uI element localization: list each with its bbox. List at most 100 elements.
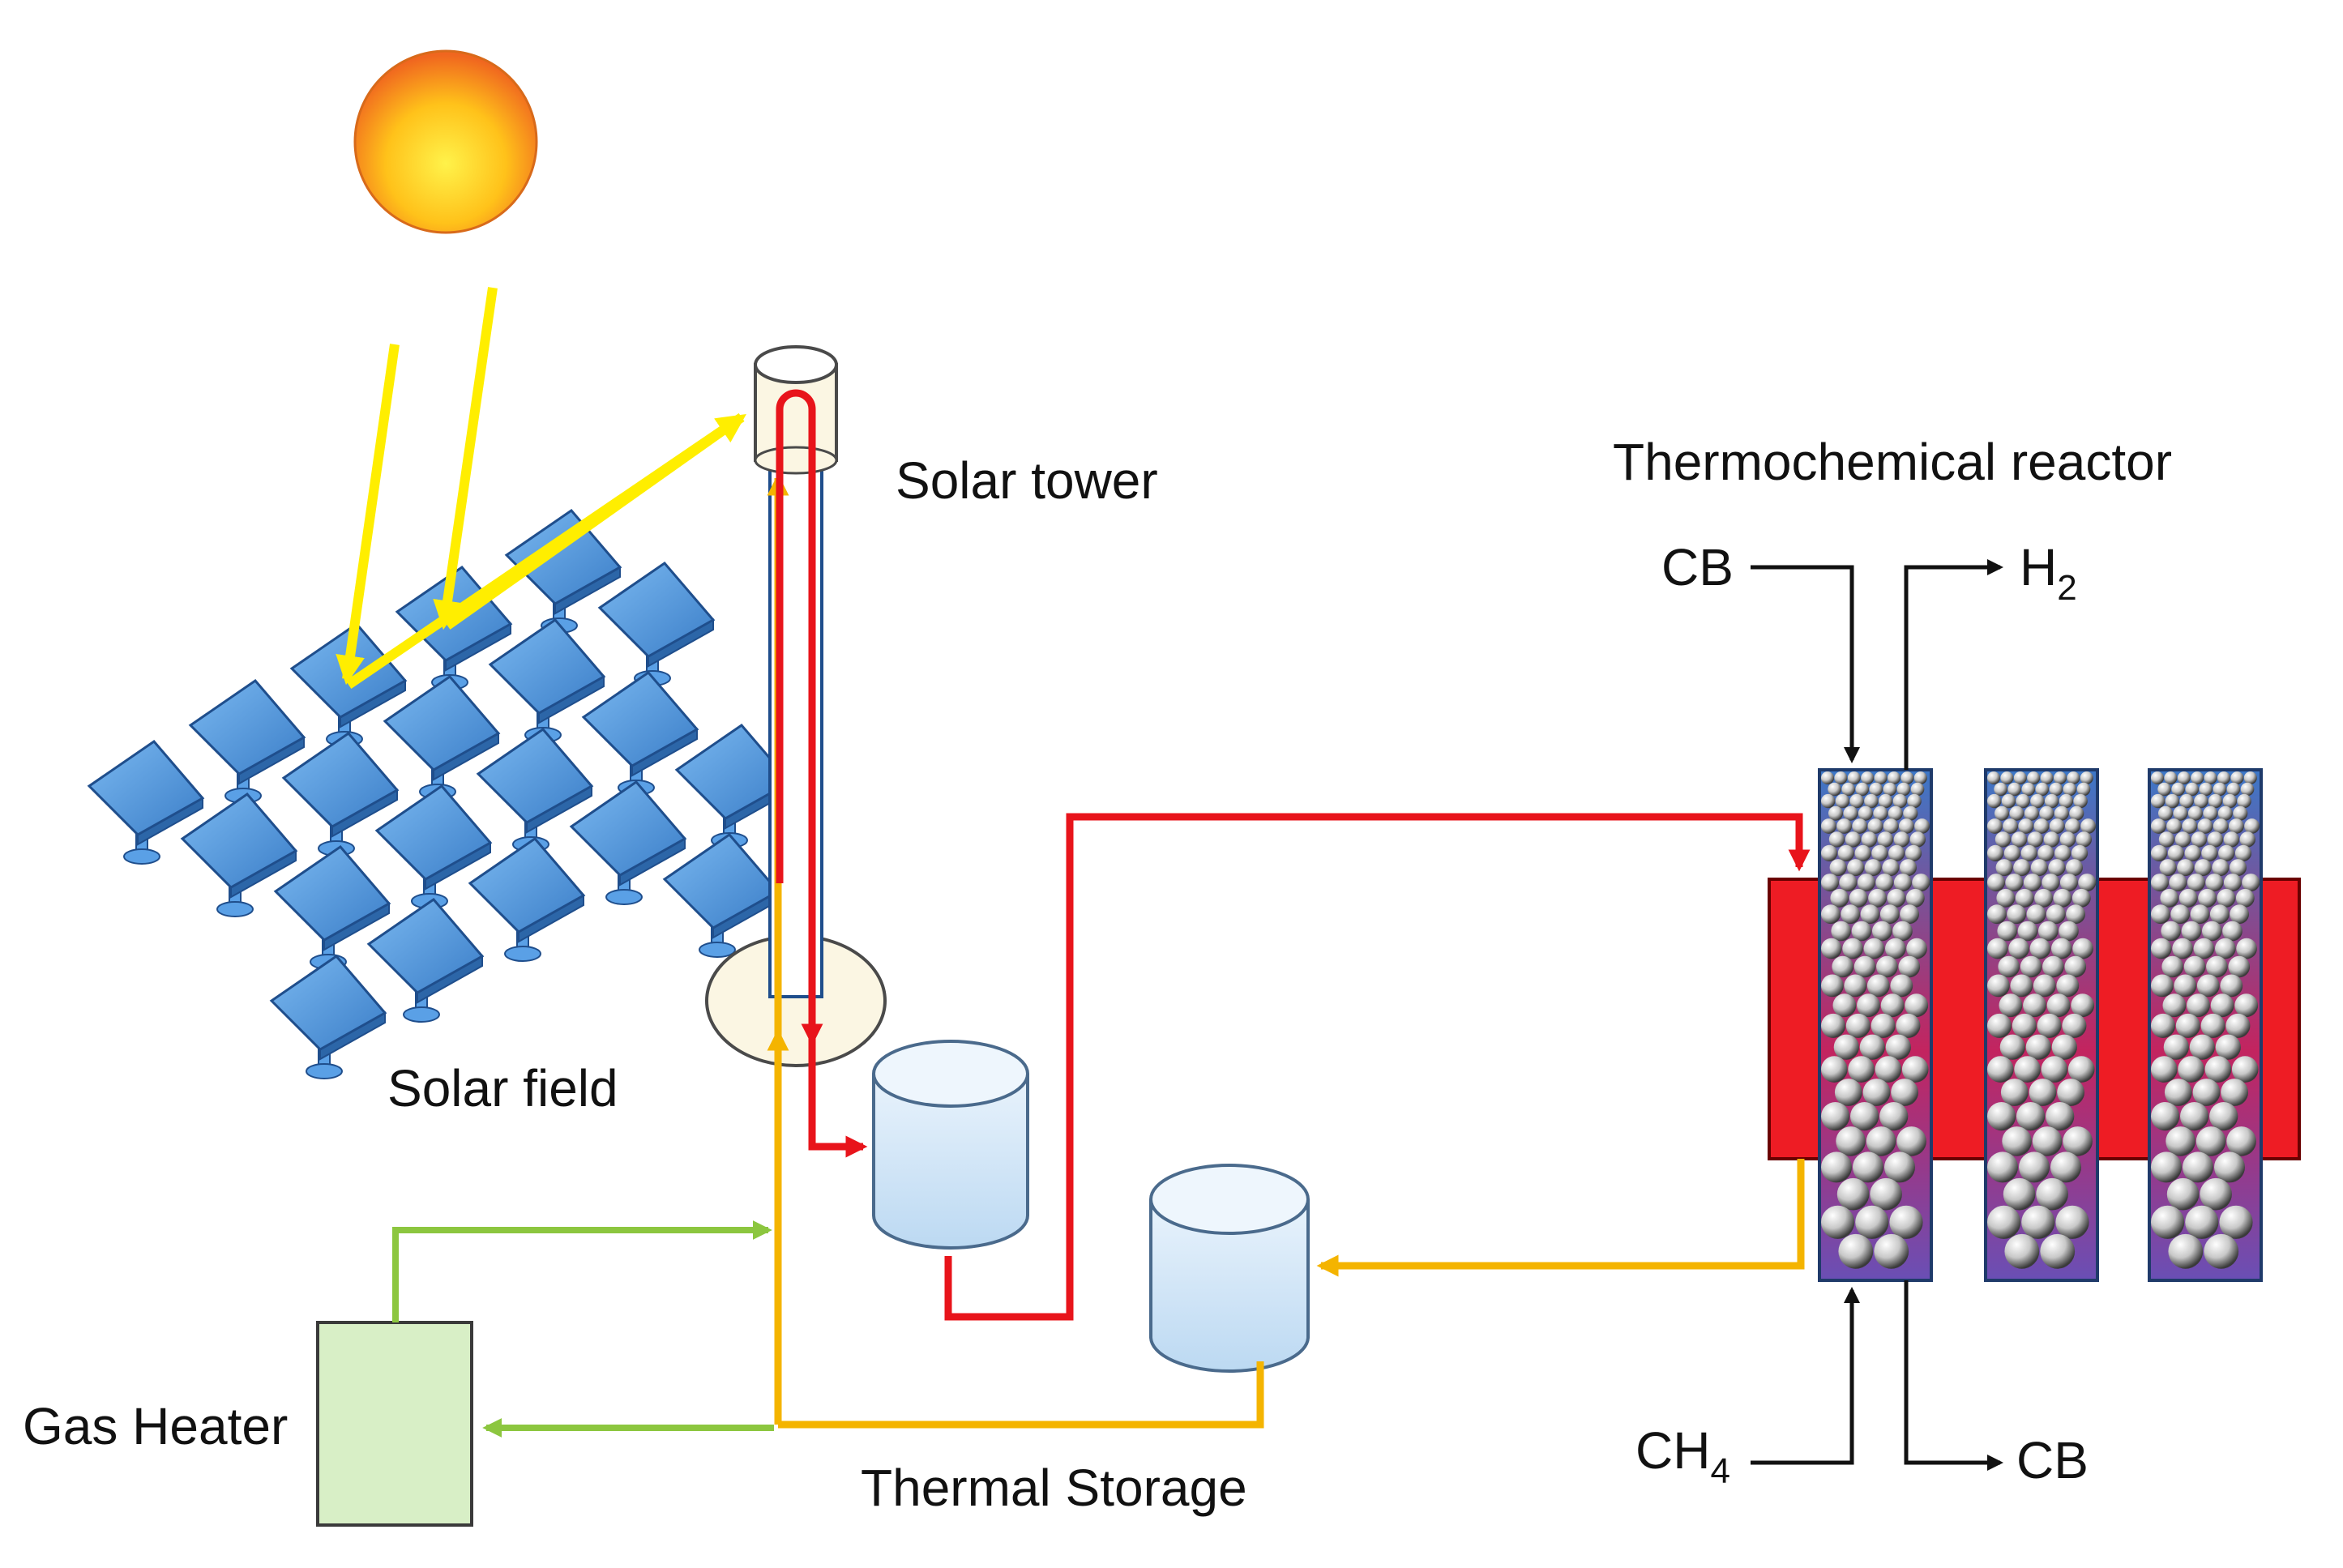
particle-icon: [2201, 844, 2218, 861]
particle-icon: [2012, 1013, 2037, 1038]
particle-icon: [2223, 874, 2242, 892]
particle-icon: [1834, 771, 1848, 784]
particle-icon: [2192, 1079, 2221, 1106]
particle-icon: [1888, 771, 1900, 784]
particle-icon: [2080, 771, 2093, 784]
cb-outlet-label: CB: [2016, 1431, 2089, 1489]
heliostat-icon: [188, 679, 306, 804]
particle-icon: [2203, 805, 2218, 821]
particle-icon: [2029, 938, 2051, 959]
particle-icon: [1876, 955, 1898, 978]
particle-icon: [1833, 1034, 1859, 1060]
particle-icon: [2050, 1151, 2081, 1183]
particle-icon: [2189, 1034, 2215, 1060]
particle-icon: [2219, 1205, 2253, 1239]
particle-icon: [1855, 782, 1870, 797]
particle-icon: [1903, 805, 1918, 821]
particle-icon: [2003, 818, 2019, 834]
storage-tank-hot: [872, 1040, 1029, 1250]
gas-heater-box: [316, 1321, 473, 1527]
ch4-feed-line: [1751, 1287, 1860, 1465]
particle-icon: [1831, 921, 1851, 942]
particle-icon: [1849, 793, 1864, 809]
particle-icon: [1901, 1056, 1929, 1083]
particle-icon: [2202, 921, 2222, 942]
particle-icon: [2226, 1126, 2256, 1156]
particle-icon: [2069, 805, 2084, 821]
particle-icon: [1905, 993, 1929, 1018]
particle-icon: [2187, 874, 2205, 892]
particle-icon: [1987, 1205, 2021, 1239]
particle-icon: [2178, 1056, 2204, 1083]
sun-ray-2: [433, 287, 498, 630]
particle-icon: [2230, 859, 2247, 877]
particle-icon: [2056, 974, 2080, 998]
particle-icon: [2226, 782, 2241, 797]
sun-ray-1: [336, 344, 400, 686]
heliostat-icon: [662, 833, 780, 958]
particle-icon: [1835, 793, 1850, 809]
particle-icon: [1821, 974, 1844, 998]
particle-icon: [2151, 1102, 2180, 1131]
particle-icon: [1905, 888, 1925, 908]
particle-icon: [2173, 805, 2188, 821]
particle-icon: [2223, 831, 2240, 848]
particle-icon: [2229, 818, 2244, 834]
particle-icon: [2027, 771, 2041, 784]
particle-icon: [1868, 888, 1888, 908]
particle-icon: [2078, 874, 2097, 892]
particle-icon: [2183, 955, 2206, 978]
particle-icon: [1821, 818, 1836, 834]
particle-icon: [2204, 1233, 2239, 1269]
particle-icon: [2019, 1151, 2050, 1183]
particle-icon: [1995, 859, 2013, 877]
particle-icon: [2053, 888, 2072, 908]
particle-icon: [2076, 831, 2092, 848]
particle-icon: [2183, 1151, 2213, 1183]
heliostat-icon: [488, 618, 606, 743]
particle-icon: [1891, 1079, 1919, 1106]
particle-icon: [2236, 938, 2257, 959]
particle-icon: [1888, 844, 1905, 861]
particle-icon: [2159, 859, 2177, 877]
particle-icon: [1889, 1205, 1923, 1239]
particle-icon: [1873, 805, 1888, 821]
particle-icon: [2200, 1013, 2225, 1038]
particle-icon: [2059, 831, 2076, 848]
particle-icon: [2177, 859, 2195, 877]
particle-icon: [2011, 831, 2028, 848]
particle-icon: [1847, 859, 1865, 877]
particle-icon: [2038, 921, 2059, 942]
particle-icon: [2185, 1205, 2219, 1239]
particle-icon: [2217, 771, 2230, 784]
particle-icon: [1866, 974, 1890, 998]
particle-icon: [1987, 844, 2004, 861]
particle-icon: [2018, 818, 2034, 834]
particle-icon: [2166, 1177, 2200, 1211]
particle-icon: [2000, 771, 2014, 784]
particle-icon: [2059, 874, 2078, 892]
particle-icon: [2225, 1013, 2251, 1038]
particle-icon: [2004, 1233, 2040, 1269]
particle-icon: [1844, 974, 1867, 998]
particle-icon: [2244, 818, 2260, 834]
particle-icon: [2231, 1056, 2259, 1083]
heliostat-icon: [383, 675, 501, 800]
particle-icon: [1836, 818, 1853, 834]
particle-icon: [2187, 805, 2203, 821]
particle-icon: [1874, 771, 1888, 784]
particle-icon: [1857, 993, 1880, 1018]
particle-icon: [2003, 1177, 2036, 1211]
particle-icon: [1987, 904, 2007, 925]
particle-icon: [2177, 771, 2191, 784]
particle-icon: [1866, 1126, 1896, 1156]
particle-icon: [2164, 771, 2178, 784]
particle-icon: [1884, 1151, 1915, 1183]
particle-icon: [2023, 993, 2046, 1018]
particle-icon: [2163, 1034, 2189, 1060]
solar-tower-label: Solar tower: [896, 451, 1158, 510]
particle-icon: [2025, 1034, 2051, 1060]
particle-icon: [1836, 1126, 1866, 1156]
particle-icon: [2037, 844, 2054, 861]
particle-icon: [2080, 818, 2097, 834]
